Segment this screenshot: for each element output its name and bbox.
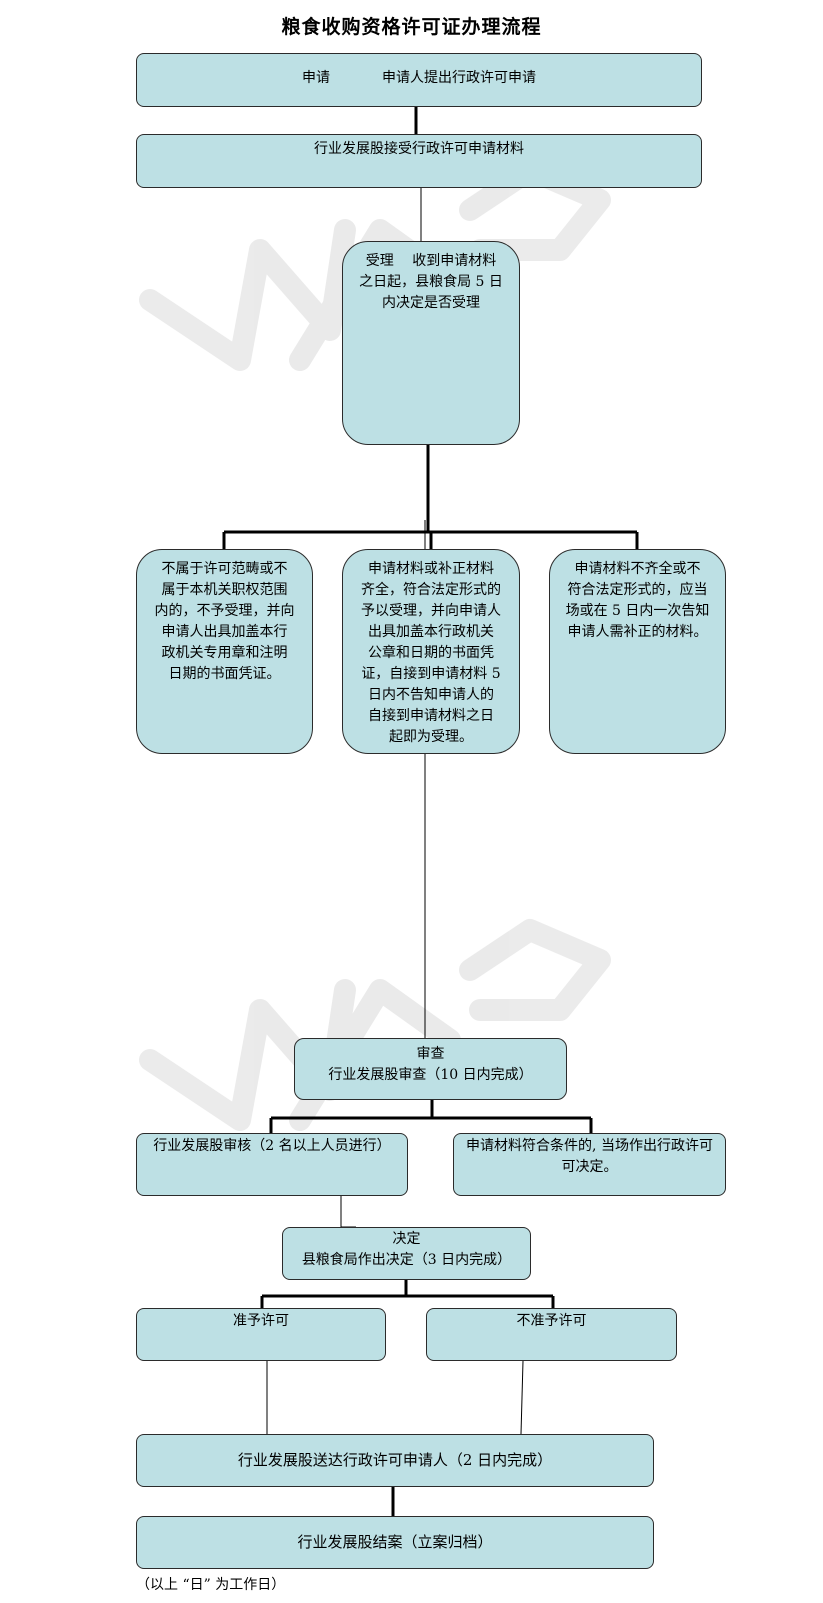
text-line: 申请材料符合条件的, 当场作出行政许可: [466, 1138, 713, 1154]
text-line: 申请材料或补正材料: [368, 561, 494, 577]
branch-complete: 申请材料或补正材料 齐全，符合法定形式的 予以受理，并向申请人 出具加盖本行政机…: [342, 549, 520, 754]
step-text: 申请人提出行政许可申请: [382, 70, 536, 86]
step-apply: 申请 申请人提出行政许可申请: [136, 53, 702, 107]
step-text: 行业发展股审查（10 日内完成）: [328, 1067, 533, 1083]
text-line: 证，自接到申请材料 5: [361, 666, 501, 682]
step-deliver: 行业发展股送达行政许可申请人（2 日内完成）: [136, 1434, 654, 1487]
text-line: 予以受理，并向申请人: [361, 603, 501, 619]
text-line: 之日起，县粮食局 5 日: [359, 274, 503, 290]
text-line: 日内不告知申请人的: [368, 687, 494, 703]
branch-incomplete: 申请材料不齐全或不 符合法定形式的，应当 场或在 5 日内一次告知 申请人需补正…: [549, 549, 726, 754]
page-title: 粮食收购资格许可证办理流程: [281, 16, 542, 38]
step-decide: 决定 县粮食局作出决定（3 日内完成）: [282, 1227, 531, 1280]
connector: [520, 1360, 524, 1435]
text-line: 符合法定形式的，应当: [567, 582, 708, 598]
text-line: 受理 收到申请材料: [365, 253, 497, 269]
text-line: 场或在 5 日内一次告知: [565, 603, 710, 619]
text-line: 申请人出具加盖本行: [161, 624, 288, 640]
step-close: 行业发展股结案（立案归档）: [136, 1516, 654, 1569]
stage-label: 审查: [416, 1046, 445, 1062]
text-line: 属于本机关职权范围: [161, 582, 288, 598]
text-line: 内决定是否受理: [382, 295, 480, 311]
text-line: 公章和日期的书面凭: [368, 645, 494, 661]
text-line: 日期的书面凭证。: [168, 666, 281, 682]
step-review: 审查 行业发展股审查（10 日内完成）: [294, 1038, 567, 1100]
text-line: 出具加盖本行政机关: [368, 624, 494, 640]
text-line: 齐全，符合法定形式的: [361, 582, 501, 598]
text-line: 申请材料不齐全或不: [574, 561, 701, 577]
step-grant: 准予许可: [136, 1308, 386, 1361]
step-text: 县粮食局作出决定（3 日内完成）: [301, 1252, 512, 1268]
step-onsite-decision: 申请材料符合条件的, 当场作出行政许可 可决定。: [453, 1133, 726, 1196]
step-accept: 受理 收到申请材料 之日起，县粮食局 5 日 内决定是否受理: [342, 241, 520, 445]
text-line: 可决定。: [561, 1159, 618, 1175]
step-verify: 行业发展股审核（2 名以上人员进行）: [136, 1133, 408, 1196]
stage-label: 申请: [302, 70, 330, 86]
text-line: 起即为受理。: [389, 729, 473, 745]
text-line: 自接到申请材料之日: [368, 708, 494, 724]
text-line: 不属于许可范畴或不: [161, 561, 288, 577]
text-line: 政机关专用章和注明: [161, 645, 288, 661]
text-line: 申请人需补正的材料。: [567, 624, 708, 640]
step-receive: 行业发展股接受行政许可申请材料: [136, 134, 702, 188]
step-deny: 不准予许可: [426, 1308, 677, 1361]
text-line: 内的，不予受理，并向: [154, 603, 295, 619]
branch-reject: 不属于许可范畴或不 属于本机关职权范围 内的，不予受理，并向 申请人出具加盖本行…: [136, 549, 313, 754]
footnote: （以上 “日” 为工作日）: [136, 1577, 286, 1593]
stage-label: 决定: [392, 1231, 421, 1247]
